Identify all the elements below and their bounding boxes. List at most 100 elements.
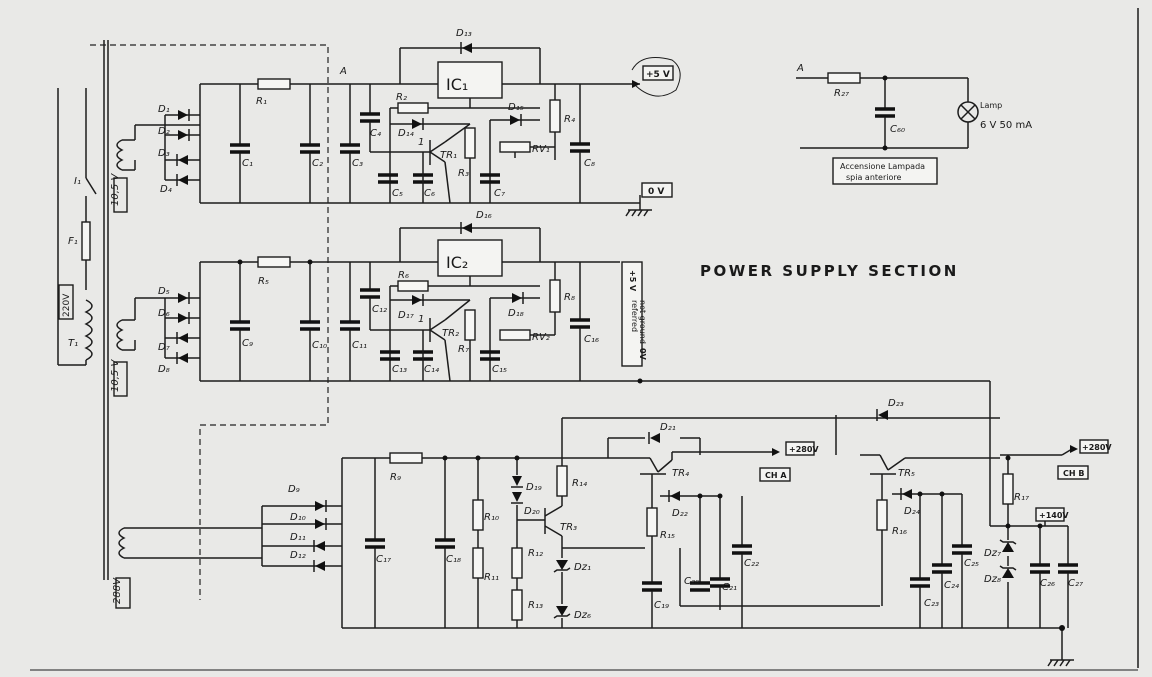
label-rv2: RV₂ [532, 332, 550, 343]
lamp-label: Lamp [980, 101, 1002, 110]
terminal-float-group [621, 261, 643, 367]
label-tr4: TR₄ [672, 468, 689, 479]
label-c16: C₁₆ [584, 334, 599, 345]
lamp-caption-1: Accensione Lampada [840, 162, 925, 171]
mains-input [57, 40, 109, 580]
terminal-plus280-b [1035, 439, 1109, 522]
terminal-plus5 [631, 57, 681, 97]
label-c5: C₅ [392, 188, 403, 199]
lamp-circuit [796, 72, 979, 185]
label-d12: D₁₂ [290, 550, 306, 561]
label-d2: D₂ [158, 126, 170, 137]
label-dz1: Dz₁ [574, 562, 591, 573]
label-d16: D₁₆ [476, 210, 492, 221]
label-c13: C₁₃ [392, 364, 407, 375]
label-c27: C₂₇ [1068, 578, 1083, 589]
switch-label: I₁ [74, 176, 81, 187]
terminal-float-note1: not ground [638, 300, 647, 344]
label-d24: D₂₄ [904, 506, 920, 517]
label-c19: C₁₉ [654, 600, 669, 611]
label-r14: R₁₄ [572, 478, 587, 489]
label-c2: C₂ [312, 158, 323, 169]
label-c60: C₆₀ [890, 124, 905, 135]
diagram-title: POWER SUPPLY SECTION [700, 262, 959, 280]
diodes-d1-d4 [176, 42, 522, 186]
terminal-plus140-label: +140V [1039, 511, 1069, 520]
label-r9: R₉ [390, 472, 401, 483]
label-node-1-a: 1 [418, 137, 424, 148]
label-rv1: RV₁ [532, 144, 550, 155]
label-c26: C₂₆ [1040, 578, 1055, 589]
terminal-zero [641, 182, 673, 198]
label-c17: C₁₇ [376, 554, 391, 565]
label-r10: R₁₀ [484, 512, 499, 523]
component-labels: 10,5 V 10,5 V 288V D₁ D₂ D₃ D₄ D₅ D₆ D₇ … [110, 28, 1083, 621]
label-d3: D₃ [158, 148, 170, 159]
label-d8: D₈ [158, 364, 170, 375]
label-r11: R₁₁ [484, 572, 499, 583]
diodes-d5-d8 [176, 222, 524, 364]
label-c23: C₂₃ [924, 598, 939, 609]
label-tr1: TR₁ [440, 150, 457, 161]
label-c1: C₁ [242, 158, 253, 169]
label-d5: D₅ [158, 286, 170, 297]
terminal-float-zero: 0V [638, 348, 647, 361]
label-c4: C₄ [370, 128, 381, 139]
label-d10: D₁₀ [290, 512, 306, 523]
label-r2: R₂ [396, 92, 407, 103]
label-d23: D₂₃ [888, 398, 904, 409]
label-c10: C₁₀ [312, 340, 327, 351]
diodes-d9-d24 [313, 409, 1017, 619]
label-c12: C₁₂ [372, 304, 387, 315]
label-r8: R₈ [564, 292, 575, 303]
section-plus5-float [113, 227, 991, 455]
label-d4: D₄ [160, 184, 172, 195]
label-c18: C₁₈ [446, 554, 461, 565]
label-d20: D₂₀ [524, 506, 540, 517]
label-d7: D₇ [158, 342, 170, 353]
label-d21: D₂₁ [660, 422, 676, 433]
lamp-caption-2: spia anteriore [846, 173, 901, 182]
label-c15: C₁₅ [492, 364, 507, 375]
label-ic2: IC₂ [446, 253, 468, 272]
terminal-plus5-label: +5 V [646, 70, 670, 80]
label-r12: R₁₂ [528, 548, 543, 559]
mains-voltage-label: 220V [62, 293, 72, 317]
label-r4: R₄ [564, 114, 575, 125]
dashed-boundary [90, 44, 329, 600]
page-border [30, 8, 1139, 671]
label-r5: R₅ [258, 276, 269, 287]
transformer-label: T₁ [68, 338, 78, 349]
label-d22: D₂₂ [672, 508, 688, 519]
label-r15: R₁₅ [660, 530, 675, 541]
label-r27: R₂₇ [834, 88, 849, 99]
label-c8: C₈ [584, 158, 595, 169]
label-c20: C₂₀ [684, 576, 699, 587]
lamp-node-a-label: A [796, 63, 804, 74]
label-node-1-b: 1 [418, 314, 424, 325]
label-r1: R₁ [256, 96, 267, 107]
fuse-label: F₁ [68, 236, 78, 247]
label-d19: D₁₉ [526, 482, 542, 493]
secondary1-voltage: 10,5 V [110, 173, 121, 206]
label-r16: R₁₆ [892, 526, 907, 537]
label-c7: C₇ [494, 188, 505, 199]
label-c24: C₂₄ [944, 580, 959, 591]
label-d14: D₁₄ [398, 128, 414, 139]
label-c9: C₉ [242, 338, 253, 349]
terminal-plus280-a [759, 441, 815, 482]
terminal-float-note2: referred [630, 300, 639, 332]
label-c11: C₁₁ [352, 340, 367, 351]
label-d6: D₆ [158, 308, 170, 319]
label-d13: D₁₃ [456, 28, 472, 39]
label-r3: R₃ [458, 168, 469, 179]
label-c25: C₂₅ [964, 558, 979, 569]
label-d18: D₁₈ [508, 308, 524, 319]
label-d15: D₁₅ [508, 102, 524, 113]
terminal-zero-label: 0 V [648, 187, 664, 197]
label-ic1: IC₁ [446, 75, 468, 94]
label-tr2: TR₂ [442, 328, 459, 339]
terminal-plus280-label: +280V [789, 445, 819, 454]
section-plus5 [113, 47, 652, 217]
